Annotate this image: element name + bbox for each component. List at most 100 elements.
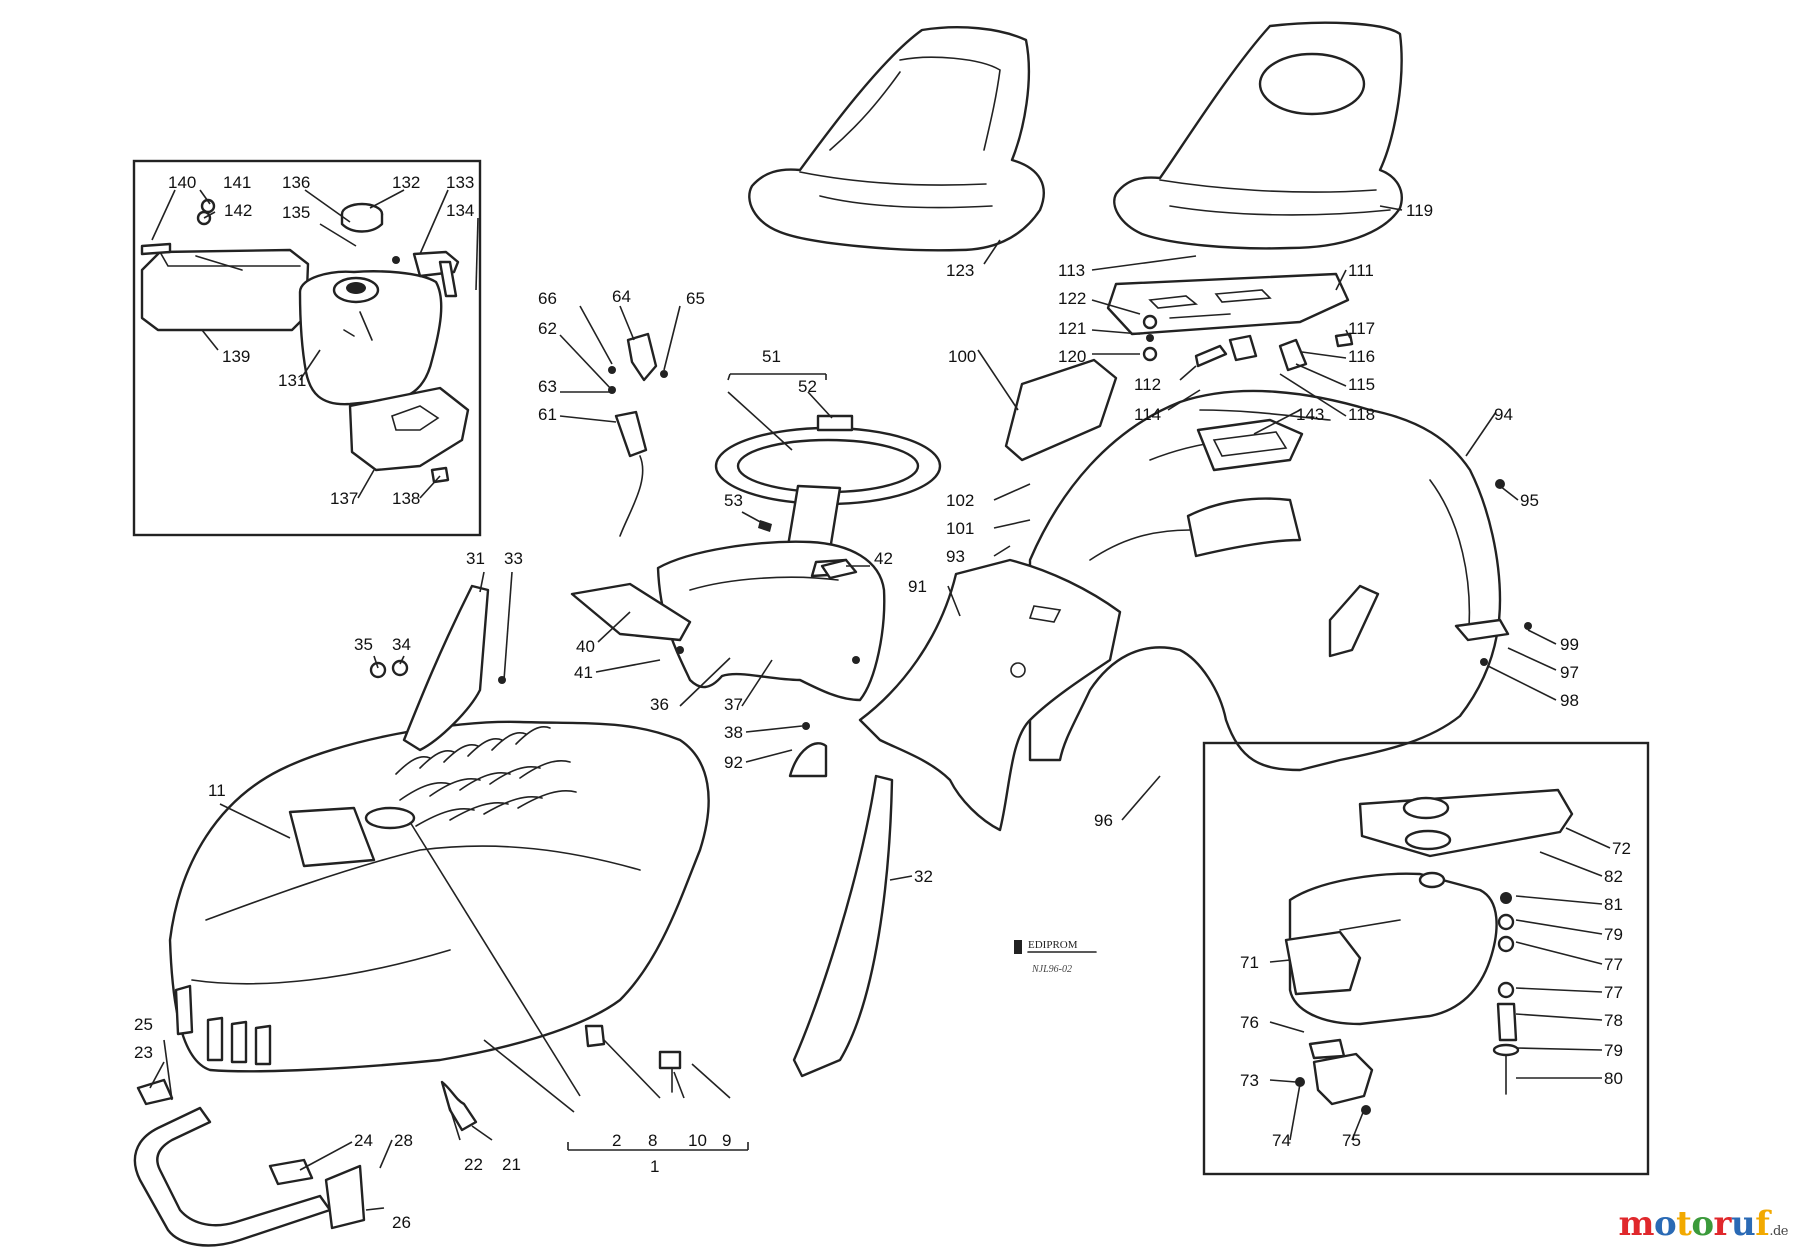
label-9: 9 <box>722 1131 731 1150</box>
label-112: 112 <box>1134 375 1161 394</box>
label-73: 73 <box>1240 1071 1259 1090</box>
label-22: 22 <box>464 1155 483 1174</box>
rear-fender-94 <box>1028 389 1502 772</box>
seat-119 <box>1113 21 1403 250</box>
footrest-panel-91 <box>858 558 1122 832</box>
hinge-31 <box>402 584 490 752</box>
brand-letter: t <box>1676 1204 1692 1244</box>
stamp-code: NJL96-02 <box>1031 964 1072 975</box>
label-52: 52 <box>798 377 817 396</box>
brand-letter: u <box>1730 1204 1756 1244</box>
label-2: 2 <box>612 1131 621 1150</box>
label-122: 122 <box>1058 289 1086 308</box>
label-140: 140 <box>168 173 196 192</box>
label-41: 41 <box>574 663 593 682</box>
label-120: 120 <box>1058 347 1086 366</box>
brand-logo: motoruf.de <box>1618 1204 1788 1244</box>
inset-fuel-tank-box-2 <box>1202 741 1650 1176</box>
label-75: 75 <box>1342 1131 1361 1150</box>
label-32: 32 <box>914 867 933 886</box>
fuel-tank-assembly <box>140 198 470 484</box>
label-114: 114 <box>1134 405 1161 424</box>
label-53: 53 <box>724 491 743 510</box>
label-66: 66 <box>538 289 557 308</box>
label-11: 11 <box>208 781 226 800</box>
label-135: 135 <box>282 203 310 222</box>
throttle-control <box>608 332 668 537</box>
label-97: 97 <box>1560 663 1579 682</box>
seat-pad-100 <box>1004 358 1118 462</box>
seat-plate-111 <box>1106 272 1354 372</box>
label-36: 36 <box>650 695 669 714</box>
label-134: 134 <box>446 201 474 220</box>
label-100: 100 <box>948 347 976 366</box>
label-21: 21 <box>502 1155 521 1174</box>
label-65: 65 <box>686 289 705 308</box>
label-34: 34 <box>392 635 411 654</box>
label-116: 116 <box>1348 347 1375 366</box>
label-61: 61 <box>538 405 557 424</box>
bracket-97 <box>1454 618 1510 642</box>
label-35: 35 <box>354 635 373 654</box>
publisher-stamp: EDIPROM NJL96-02 <box>1014 939 1097 975</box>
label-96: 96 <box>1094 811 1113 830</box>
hood-1 <box>168 720 710 1073</box>
label-123: 123 <box>946 261 974 280</box>
label-133: 133 <box>446 173 474 192</box>
label-92: 92 <box>724 753 743 772</box>
brand-letter: o <box>1653 1204 1677 1244</box>
brand-letter: m <box>1618 1204 1654 1244</box>
label-79-lower: 79 <box>1604 1041 1623 1060</box>
label-51: 51 <box>762 347 781 366</box>
bracket-26 <box>324 1164 366 1230</box>
label-141: 141 <box>223 173 251 192</box>
brand-domain: .de <box>1769 1224 1788 1239</box>
label-115: 115 <box>1348 375 1375 394</box>
label-91: 91 <box>908 577 927 596</box>
label-99: 99 <box>1560 635 1579 654</box>
label-94: 94 <box>1494 405 1513 424</box>
brand-name: motoruf <box>1618 1204 1769 1244</box>
label-95: 95 <box>1520 491 1539 510</box>
label-80: 80 <box>1604 1069 1623 1088</box>
label-77-upper: 77 <box>1604 955 1623 974</box>
dashboard-36 <box>656 540 886 702</box>
label-93: 93 <box>946 547 965 566</box>
label-111: 111 <box>1348 261 1374 280</box>
steering-wheel-51 <box>714 426 942 552</box>
label-113: 113 <box>1058 261 1085 280</box>
label-33: 33 <box>504 549 523 568</box>
label-131: 131 <box>278 371 306 390</box>
bracket-24 <box>268 1158 314 1186</box>
label-132: 132 <box>392 173 420 192</box>
label-42: 42 <box>874 549 893 568</box>
bolt-95 <box>1495 479 1505 489</box>
label-26: 26 <box>392 1213 411 1232</box>
label-8: 8 <box>648 1131 657 1150</box>
label-136: 136 <box>282 173 310 192</box>
label-118: 118 <box>1348 405 1375 424</box>
label-79-upper: 79 <box>1604 925 1623 944</box>
leader-lines <box>149 189 1611 1211</box>
part-labels: 140 141 142 136 132 133 135 134 139 131 … <box>134 173 1631 1232</box>
label-117: 117 <box>1348 319 1375 338</box>
label-142: 142 <box>224 201 252 220</box>
hinge-32 <box>792 774 894 1078</box>
label-31: 31 <box>466 549 485 568</box>
label-78: 78 <box>1604 1011 1623 1030</box>
label-77-lower: 77 <box>1604 983 1623 1002</box>
label-74: 74 <box>1272 1131 1291 1150</box>
switch-42 <box>820 558 858 580</box>
label-64: 64 <box>612 287 631 306</box>
brand-letter: r <box>1713 1204 1732 1244</box>
label-138: 138 <box>392 489 420 508</box>
label-102: 102 <box>946 491 974 510</box>
brand-letter: f <box>1755 1204 1770 1244</box>
label-23: 23 <box>134 1043 153 1062</box>
label-71: 71 <box>1240 953 1259 972</box>
label-101: 101 <box>946 519 974 538</box>
label-24: 24 <box>354 1131 373 1150</box>
label-137: 137 <box>330 489 358 508</box>
label-139: 139 <box>222 347 250 366</box>
